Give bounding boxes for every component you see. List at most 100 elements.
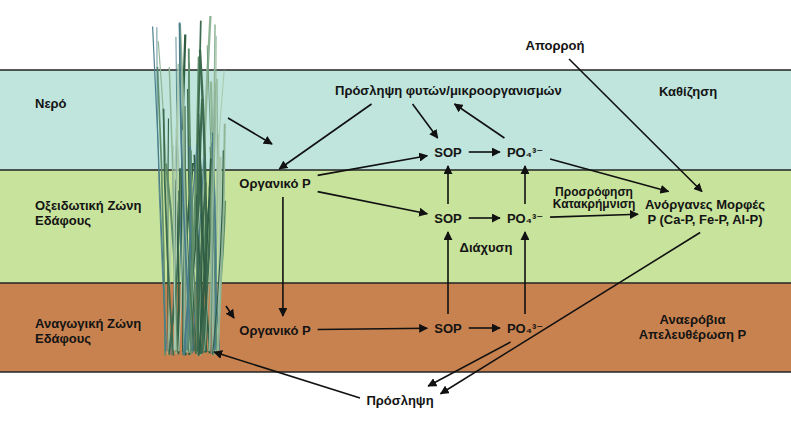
flow-arrow	[550, 214, 638, 217]
inorganic-p-node: Ανόργανες Μορφές P (Ca-P, Fe-P, Al-P)	[641, 195, 769, 230]
flow-arrow	[469, 327, 500, 329]
reed-stroke	[211, 142, 213, 351]
sop-node: SOP	[430, 207, 465, 229]
reed-stroke	[207, 45, 217, 354]
node-text: SOP	[434, 145, 461, 160]
reed-stroke	[200, 16, 210, 356]
reed-stroke	[211, 81, 215, 350]
node-text: Ανόργανες Μορφές P (Ca-P, Fe-P, Al-P)	[645, 197, 765, 227]
flow-arrow	[469, 151, 500, 153]
node-text: Οργανικό P	[239, 323, 310, 338]
reed-stroke	[180, 24, 187, 353]
reed-stroke	[198, 99, 202, 351]
reed-stroke	[214, 180, 225, 355]
reed-stroke	[184, 147, 191, 356]
reed-stroke	[180, 22, 192, 351]
zone-label: Οξειδωτική Ζώνη Εδάφους	[35, 198, 155, 228]
reed-stroke	[179, 130, 183, 352]
phosphate-node: PO₄³⁻	[503, 207, 547, 229]
reed-stroke	[169, 67, 176, 354]
reed-stroke	[171, 37, 177, 356]
reed-plant	[153, 16, 226, 356]
reed-stroke	[182, 34, 186, 355]
reed-stroke	[210, 147, 216, 353]
oxidizing-zone-band: Οξειδωτική Ζώνη ΕδάφουςΟργανικό PSOPPO₄³…	[0, 170, 791, 283]
plant-arrow	[228, 118, 272, 144]
reed-stroke	[202, 187, 210, 353]
reed-stroke	[197, 21, 201, 351]
reed-stroke	[202, 151, 212, 354]
flow-arrow	[569, 59, 702, 192]
flow-arrow	[318, 192, 428, 214]
node-text: PO₄³⁻	[507, 211, 543, 226]
uptake-label: Πρόσληψη φυτών/μικροοργανισμών	[331, 79, 459, 101]
reed-stroke	[185, 106, 195, 352]
reed-stroke	[157, 27, 167, 351]
reed-stroke	[192, 186, 200, 355]
reed-stroke	[205, 36, 217, 351]
reed-stroke	[174, 64, 178, 351]
reed-stroke	[169, 191, 179, 352]
zone-label: Αναγωγική Ζώνη Εδάφους	[35, 316, 155, 346]
reed-stroke	[218, 157, 221, 350]
reed-stroke	[213, 70, 224, 350]
node-text: Πρόσληψη	[366, 393, 433, 408]
sop-node: SOP	[430, 141, 465, 163]
reed-stroke	[153, 26, 166, 351]
plant-arrow	[214, 352, 360, 398]
plant-arrow	[214, 118, 360, 398]
reed-stroke	[197, 183, 205, 352]
node-text: Πρόσληψη φυτών/μικροοργανισμών	[335, 83, 455, 98]
reed-stroke	[198, 114, 201, 354]
reed-stroke	[199, 143, 206, 353]
reed-stroke	[214, 201, 226, 356]
reed-stroke	[213, 150, 224, 355]
phosphate-node: PO₄³⁻	[503, 141, 547, 163]
process-label: Προσρόφηση Κατακρήμνιση	[546, 186, 642, 210]
flow-arrow	[469, 217, 500, 219]
reed-stroke	[189, 138, 191, 351]
reed-stroke	[212, 143, 215, 350]
flow-arrow	[524, 166, 526, 204]
reed-stroke	[158, 41, 169, 352]
node-text: Απορροή	[526, 38, 585, 53]
flow-arrow	[413, 104, 438, 138]
reed-stroke	[191, 150, 193, 355]
reed-stroke	[183, 155, 185, 354]
process-label: Καθίζηση	[655, 84, 721, 99]
reed-stroke	[183, 163, 193, 352]
sop-node: SOP	[430, 317, 465, 339]
reed-stroke	[192, 159, 204, 354]
reed-stroke	[164, 109, 174, 356]
reed-stroke	[189, 190, 191, 352]
edge-label: Αναερόβια Απελευθέρωση P	[625, 312, 760, 342]
zone-boundary	[0, 70, 791, 372]
node-text: PO₄³⁻	[507, 321, 543, 336]
reed-stroke	[176, 201, 178, 353]
reed-stroke	[188, 89, 194, 351]
flow-arrow	[318, 156, 428, 176]
reed-stroke	[183, 106, 185, 352]
reed-stroke	[210, 83, 215, 351]
organic-p-node: Οργανικό P	[235, 319, 314, 341]
reed-stroke	[189, 194, 201, 353]
node-text: PO₄³⁻	[507, 145, 543, 160]
reed-stroke	[175, 180, 178, 355]
reed-stroke	[166, 164, 176, 352]
reed-stroke	[200, 155, 210, 354]
reed-stroke	[212, 133, 214, 354]
flow-arrow	[524, 232, 526, 314]
flow-arrow	[428, 342, 510, 386]
reed-stroke	[189, 48, 199, 355]
reed-stroke	[216, 134, 220, 354]
reed-stroke	[168, 145, 174, 354]
plant-arrow	[226, 306, 234, 318]
reed-stroke	[194, 155, 206, 353]
reed-stroke	[214, 79, 218, 354]
reed-stroke	[187, 144, 197, 350]
reed-stroke	[174, 101, 177, 350]
flow-arrow	[282, 197, 284, 316]
flow-arrow	[318, 328, 428, 329]
flow-arrow	[454, 104, 504, 138]
